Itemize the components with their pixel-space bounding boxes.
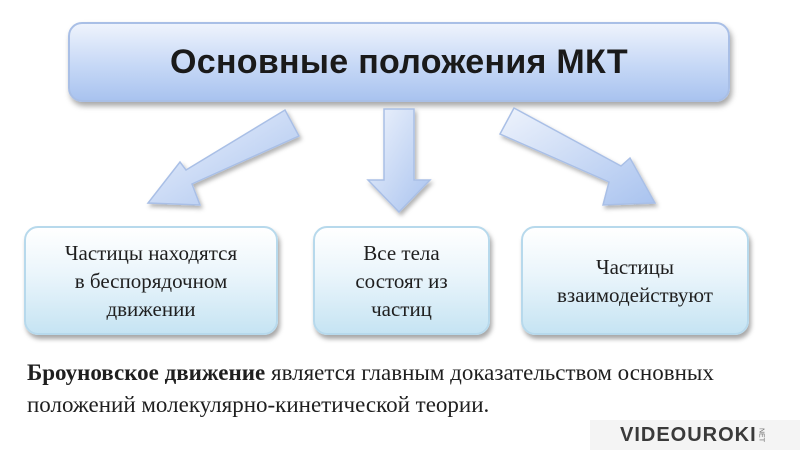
arrow-right (498, 106, 657, 206)
title-box: Основные положения МКТ (68, 22, 730, 102)
caption-bold: Броуновское движение (27, 360, 266, 385)
diagram-title: Основные положения МКТ (170, 42, 628, 81)
arrow-center (366, 108, 432, 214)
videouroki-logo: VIDEOUROKI NET (590, 420, 800, 450)
logo-text: VIDEOUROKI (620, 423, 757, 446)
logo-suffix: NET (757, 428, 765, 442)
card-particles: Все тела состоят из частиц (313, 226, 490, 335)
caption-rest: является главным доказательством основны… (27, 360, 714, 417)
card-random-motion: Частицы находятся в беспорядочном движен… (24, 226, 278, 335)
caption: Броуновское движение является главным до… (27, 357, 767, 421)
arrow-left (146, 108, 301, 206)
card-interaction: Частицы взаимодействуют (521, 226, 749, 335)
